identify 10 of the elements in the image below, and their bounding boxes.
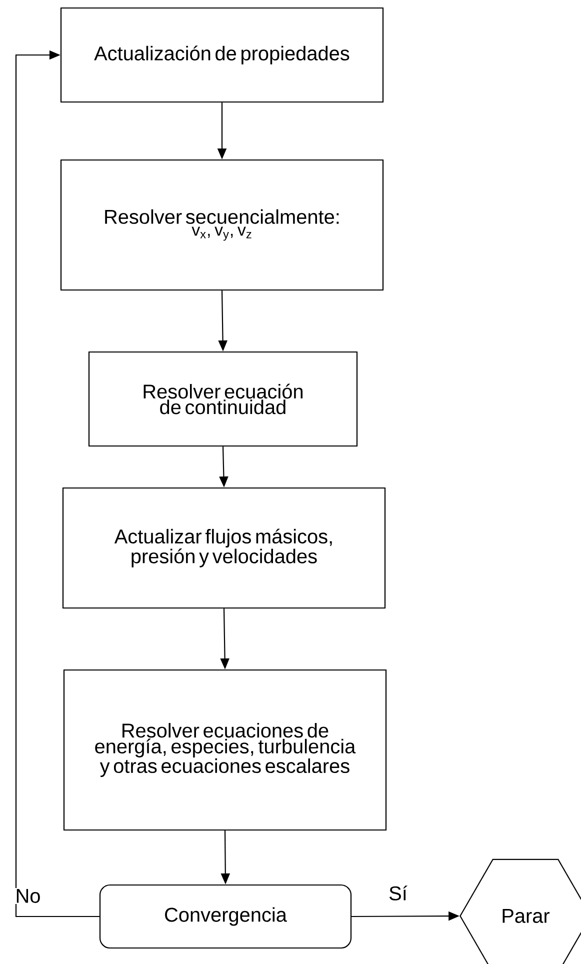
process-box: Resolver ecuaciones de energía, especies, turbulencia y otras ecuaciones escalares	[63, 669, 387, 831]
process-box: Resolver ecuación de continuidad	[88, 351, 358, 447]
decision-box: Convergencia	[99, 884, 352, 949]
arrow	[15, 50, 100, 918]
process-box: Actualizar flujos másicos, presión y velocidades	[62, 487, 386, 609]
process-box: Resolver secuencialmente: v$_{x}$, v$_{y}$, v$_{z}$	[60, 159, 384, 291]
terminal-hexagon: Parar	[460, 858, 581, 964]
edge-label: No	[14, 888, 42, 904]
edge-label: Sí	[388, 884, 408, 902]
process-box: Actualización de propiedades	[60, 7, 384, 103]
